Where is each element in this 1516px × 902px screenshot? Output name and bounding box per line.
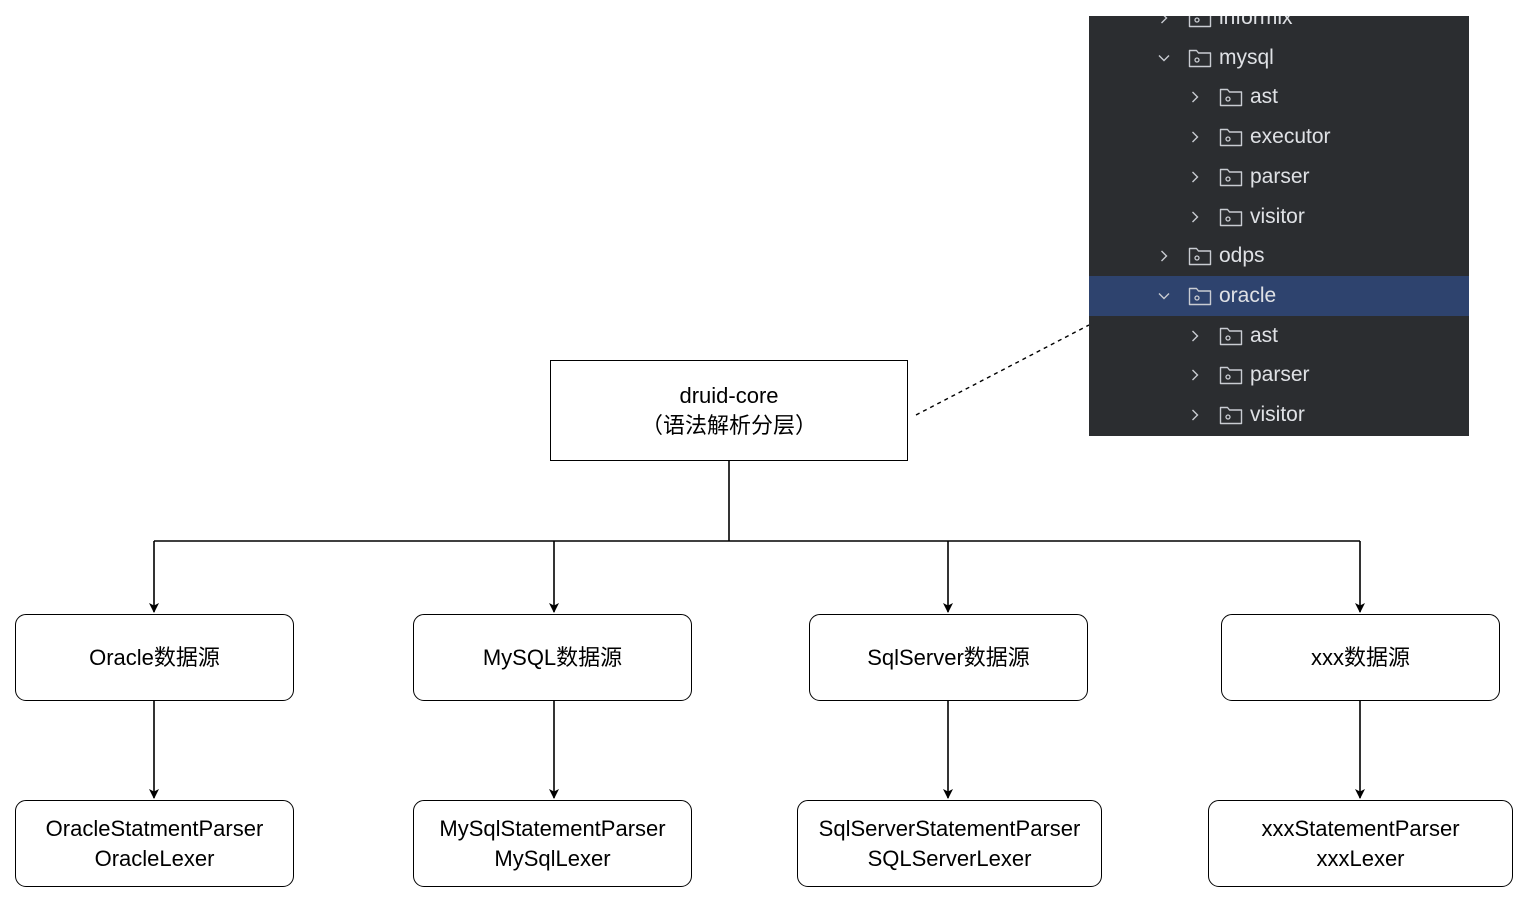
tree-item-label: executor <box>1250 125 1331 149</box>
tree-item-label: visitor <box>1250 403 1305 426</box>
chevron-right-icon[interactable] <box>1187 328 1203 344</box>
chevron-right-icon[interactable] <box>1187 407 1203 423</box>
datasource-label: MySQL数据源 <box>482 644 623 670</box>
parser-class-label: xxxStatementParser <box>1261 815 1460 841</box>
tree-item-mysql[interactable]: mysql <box>1089 38 1469 78</box>
tree-item-label: oracle <box>1219 283 1277 307</box>
package-folder-icon <box>1219 127 1243 147</box>
parser-node-xxx: xxxStatementParser xxxLexer <box>1208 800 1513 887</box>
datasource-node-mysql: MySQL数据源 <box>413 614 692 701</box>
datasource-node-xxx: xxx数据源 <box>1221 614 1500 701</box>
package-folder-icon <box>1219 87 1243 107</box>
chevron-right-icon[interactable] <box>1187 89 1203 105</box>
tree-item-visitor[interactable]: visitor <box>1089 395 1469 435</box>
package-folder-icon <box>1188 48 1212 68</box>
package-folder-icon <box>1188 16 1212 28</box>
parser-class-label: OracleStatmentParser <box>45 815 264 841</box>
datasource-node-sqlserver: SqlServer数据源 <box>809 614 1088 701</box>
package-folder-icon <box>1188 246 1212 266</box>
chevron-right-icon[interactable] <box>1187 169 1203 185</box>
tree-item-label: visitor <box>1250 204 1305 228</box>
tree-item-label: mysql <box>1219 45 1274 69</box>
root-node-title: druid-core <box>679 382 779 408</box>
tree-item-label: parser <box>1250 363 1310 387</box>
tree-item-odps[interactable]: odps <box>1089 236 1469 276</box>
tree-item-informix[interactable]: informix <box>1089 16 1469 38</box>
tree-item-executor[interactable]: executor <box>1089 117 1469 157</box>
tree-item-visitor[interactable]: visitor <box>1089 197 1469 237</box>
tree-item-label: parser <box>1250 164 1310 188</box>
package-folder-icon <box>1219 167 1243 187</box>
chevron-down-icon[interactable] <box>1156 288 1172 304</box>
chevron-right-icon[interactable] <box>1187 129 1203 145</box>
tree-item-ast[interactable]: ast <box>1089 77 1469 117</box>
datasource-label: Oracle数据源 <box>89 644 220 670</box>
lexer-class-label: MySqlLexer <box>494 845 611 871</box>
package-folder-icon <box>1219 326 1243 346</box>
tree-item-label: odps <box>1219 244 1265 268</box>
tree-item-oracle[interactable]: oracle <box>1089 275 1469 316</box>
parser-node-sqlserver: SqlServerStatementParser SQLServerLexer <box>797 800 1102 887</box>
chevron-right-icon[interactable] <box>1187 367 1203 383</box>
chevron-right-icon[interactable] <box>1156 16 1172 26</box>
tree-item-label: informix <box>1219 16 1293 29</box>
package-folder-icon <box>1219 405 1243 425</box>
parser-node-mysql: MySqlStatementParser MySqlLexer <box>413 800 692 887</box>
parser-class-label: SqlServerStatementParser <box>818 815 1081 841</box>
chevron-right-icon[interactable] <box>1156 248 1172 264</box>
parser-class-label: MySqlStatementParser <box>439 815 666 841</box>
tree-item-label: ast <box>1250 323 1279 347</box>
root-node-druid-core: druid-core （语法解析分层） <box>550 360 908 461</box>
dashed-link-to-project-tree <box>915 324 1090 416</box>
tree-item-parser[interactable]: parser <box>1089 157 1469 197</box>
datasource-node-oracle: Oracle数据源 <box>15 614 294 701</box>
package-folder-icon <box>1219 365 1243 385</box>
tree-item-parser[interactable]: parser <box>1089 355 1469 395</box>
package-folder-icon <box>1188 286 1212 306</box>
tree-item-label: ast <box>1250 85 1279 109</box>
datasource-label: xxx数据源 <box>1310 644 1410 670</box>
parser-node-oracle: OracleStatmentParser OracleLexer <box>15 800 294 887</box>
chevron-right-icon[interactable] <box>1187 209 1203 225</box>
project-tree-panel: informix mysql ast executor parser visitor odp… <box>1089 16 1469 436</box>
package-folder-icon <box>1219 207 1243 227</box>
chevron-down-icon[interactable] <box>1156 50 1172 66</box>
lexer-class-label: SQLServerLexer <box>867 845 1032 871</box>
lexer-class-label: xxxLexer <box>1316 845 1405 871</box>
lexer-class-label: OracleLexer <box>94 845 215 871</box>
tree-item-ast[interactable]: ast <box>1089 316 1469 356</box>
root-node-subtitle: （语法解析分层） <box>640 412 817 438</box>
datasource-label: SqlServer数据源 <box>867 644 1030 670</box>
